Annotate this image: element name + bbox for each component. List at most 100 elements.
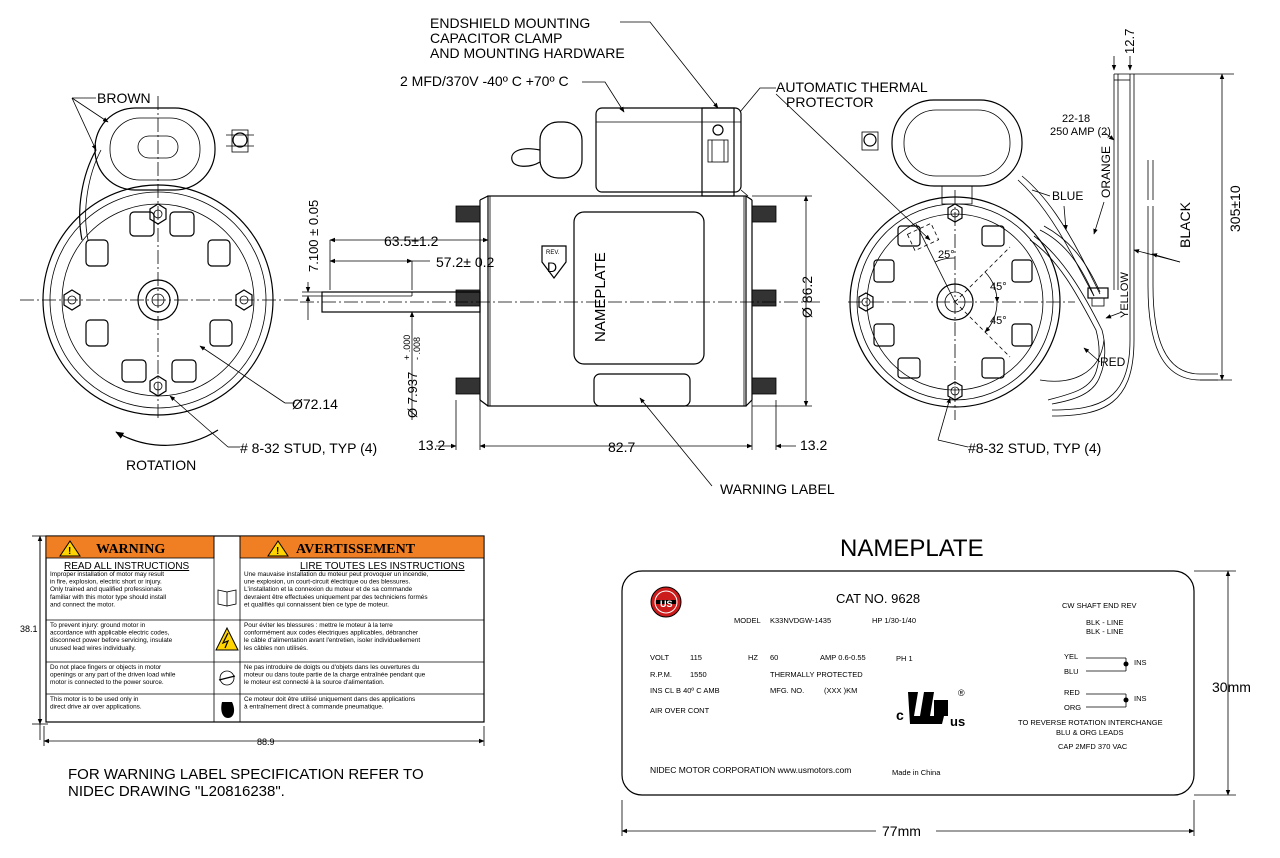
capacitor-end-right [891, 99, 1023, 187]
warning-dim-w: 88.9 [257, 737, 275, 747]
warning-en-row-0-line-2: Only trained and qualified professionals [50, 586, 162, 593]
nidec-corp: NIDEC MOTOR CORPORATION www.usmotors.com [650, 765, 851, 775]
nameplate-dim-w: 77mm [882, 823, 921, 839]
wiring-diagram [1086, 657, 1129, 708]
warning-en-row-3-line-0: This motor is to be used only in [50, 696, 139, 703]
dim-82-7: 82.7 [608, 439, 635, 455]
read-instructions: READ ALL INSTRUCTIONS [64, 561, 190, 572]
svg-text:!: ! [68, 546, 71, 557]
warning-fr-row-1-line-1: conformément aux codes électriques appli… [244, 630, 419, 637]
us-motors-logo-icon: US [650, 586, 682, 618]
angle-45-top: 45° [990, 281, 1007, 293]
warning-fr-row-0-line-3: devraient être effectuées uniquement par… [244, 594, 428, 601]
warning-fr-row-3-line-1: à entraînement direct à commande pneumat… [244, 704, 384, 711]
warning-fr-row-1-line-0: Pour éviter les blessures : mettre le mo… [244, 622, 393, 629]
warning-label-panel: 38.1 88.9 ! ! WARNING AVERTISSEMENT READ… [20, 535, 485, 800]
hz-label: HZ [748, 653, 758, 662]
ins-class: INS CL B 40º C AMB [650, 686, 720, 695]
endshield-line2: CAPACITOR CLAMP [430, 30, 563, 46]
shaft-tol-upper: + .000 [402, 335, 412, 360]
cap-spec: CAP 2MFD 370 VAC [1058, 742, 1128, 751]
mfg-label: MFG. NO. [770, 686, 804, 695]
lire-instructions: LIRE TOUTES LES INSTRUCTIONS [300, 561, 465, 572]
warning-label-callout: WARNING LABEL [720, 481, 835, 497]
right-end-view: 25° 45° 45° [848, 29, 1243, 456]
rotation-label: ROTATION [126, 457, 196, 473]
capacitor-body [511, 107, 749, 197]
shaft-tol-lower: - .008 [412, 337, 422, 360]
warning-spec-line1: FOR WARNING LABEL SPECIFICATION REFER TO [68, 766, 424, 783]
warning-title: WARNING [96, 542, 165, 557]
model-label: MODEL [734, 616, 761, 625]
clamp-screw-icon [226, 129, 254, 153]
air-over: AIR OVER CONT [650, 706, 710, 715]
capacitor-label: 2 MFD/370V -40º C +70º C [400, 73, 569, 89]
yel-lead: YEL [1064, 652, 1078, 661]
dim-13-2-right: 13.2 [800, 437, 827, 453]
mfg-value: (XXX )KM [824, 686, 857, 695]
warning-fr-row-0-line-1: une explosion, un court-circuit électriq… [244, 579, 410, 586]
org-lead: ORG [1064, 703, 1081, 712]
ul-mark-icon [908, 692, 948, 724]
hand-hazard-icon [218, 670, 236, 686]
black-label: BLACK [1177, 201, 1193, 248]
nameplate-dim-h: 30mm [1212, 679, 1251, 695]
angle-45-bottom: 45° [990, 315, 1007, 327]
ul-registered: ® [958, 688, 965, 698]
reverse-line1: TO REVERSE ROTATION INTERCHANGE [1018, 718, 1163, 727]
cw-shaft: CW SHAFT END REV [1062, 601, 1136, 610]
warning-fr-row-0-line-2: L'installation et la connexion du moteur… [244, 586, 413, 593]
dim-13-2-left: 13.2 [418, 437, 445, 453]
warning-en-row-1-line-1: accordance with applicable electric code… [50, 630, 170, 637]
reverse-line2: BLU & ORG LEADS [1056, 728, 1124, 737]
warning-fr-row-0-line-4: et qualifiés qui connaissent bien ce typ… [244, 601, 389, 608]
warning-fr-row-0-line-0: Une mauvaise installation du moteur peut… [244, 571, 429, 578]
shaft-dia: Ø 7.937 [405, 372, 420, 418]
stud-label-left: # 8-32 STUD, TYP (4) [240, 440, 377, 456]
model-value: K33NVDGW-1435 [770, 616, 831, 625]
warning-fr-row-1-line-3: les câbles non utilisés. [244, 645, 308, 652]
yellow-label: YELLOW [1119, 272, 1131, 318]
warning-en-row-1-line-0: To prevent injury: ground motor in [50, 622, 146, 629]
blue-label: BLUE [1052, 189, 1083, 203]
rev-d-badge: REV. D [541, 245, 567, 279]
warning-en-row-0-line-0: Improper installation of motor may resul… [50, 571, 164, 578]
rpm-label: R.P.M. [650, 670, 672, 679]
warning-en-row-1-line-3: unused lead wires individually. [50, 645, 136, 652]
rev-letter: D [547, 259, 557, 275]
volt-value: 115 [690, 653, 702, 662]
hp-value: HP 1/30-1/40 [872, 616, 916, 625]
electric-hazard-icon [215, 626, 239, 651]
warning-fr-row-2-line-0: Ne pas introduire de doigts ou d'objets … [244, 664, 420, 671]
dim-12-7: 12.7 [1122, 29, 1137, 54]
dim-63-5: 63.5±1.2 [384, 233, 439, 249]
avertissement-triangle-icon: ! [267, 540, 289, 557]
dim-86-2: Ø 86.2 [799, 276, 815, 318]
ul-c: c [896, 707, 904, 723]
warning-en-row-2-line-0: Do not place fingers or objects in motor [50, 664, 162, 671]
fan-drive-icon [221, 702, 235, 718]
rotation-arrow [115, 429, 219, 446]
warning-en-row-0-line-4: and connect the motor. [50, 601, 115, 608]
red-label: RED [1100, 355, 1126, 369]
dim-7-100: 7.100 ± 0.05 [306, 200, 321, 272]
warning-fr-row-3-line-0: Ce moteur doit être utilisé uniquement d… [244, 696, 415, 703]
orange-label: ORANGE [1099, 146, 1113, 198]
warning-en-row-0-line-3: familiar with this motor type should ins… [50, 594, 166, 601]
ins-1: INS [1134, 658, 1147, 667]
ph-value: PH 1 [896, 654, 913, 663]
stud-label-right: #8-32 STUD, TYP (4) [968, 440, 1101, 456]
warning-en-row-0-line-1: in fire, explosion, electric short or in… [50, 579, 162, 586]
thermal-protected: THERMALLY PROTECTED [770, 670, 863, 679]
nameplate-vertical: NAMEPLATE [592, 252, 609, 342]
cat-no: CAT NO. 9628 [836, 591, 920, 606]
nameplate-panel: NAMEPLATE 30mm 77mm US CAT NO. 9628 CW S… [621, 535, 1251, 840]
blk-line-2: BLK - LINE [1086, 627, 1124, 636]
wire-amp: 250 AMP (2) [1050, 126, 1111, 138]
blu-lead: BLU [1064, 667, 1079, 676]
svg-text:!: ! [276, 546, 279, 557]
dim-57-2: 57.2± 0.2 [436, 254, 494, 270]
warning-en-row-3-line-1: direct drive air over applications. [50, 704, 142, 711]
ins-2: INS [1134, 694, 1147, 703]
